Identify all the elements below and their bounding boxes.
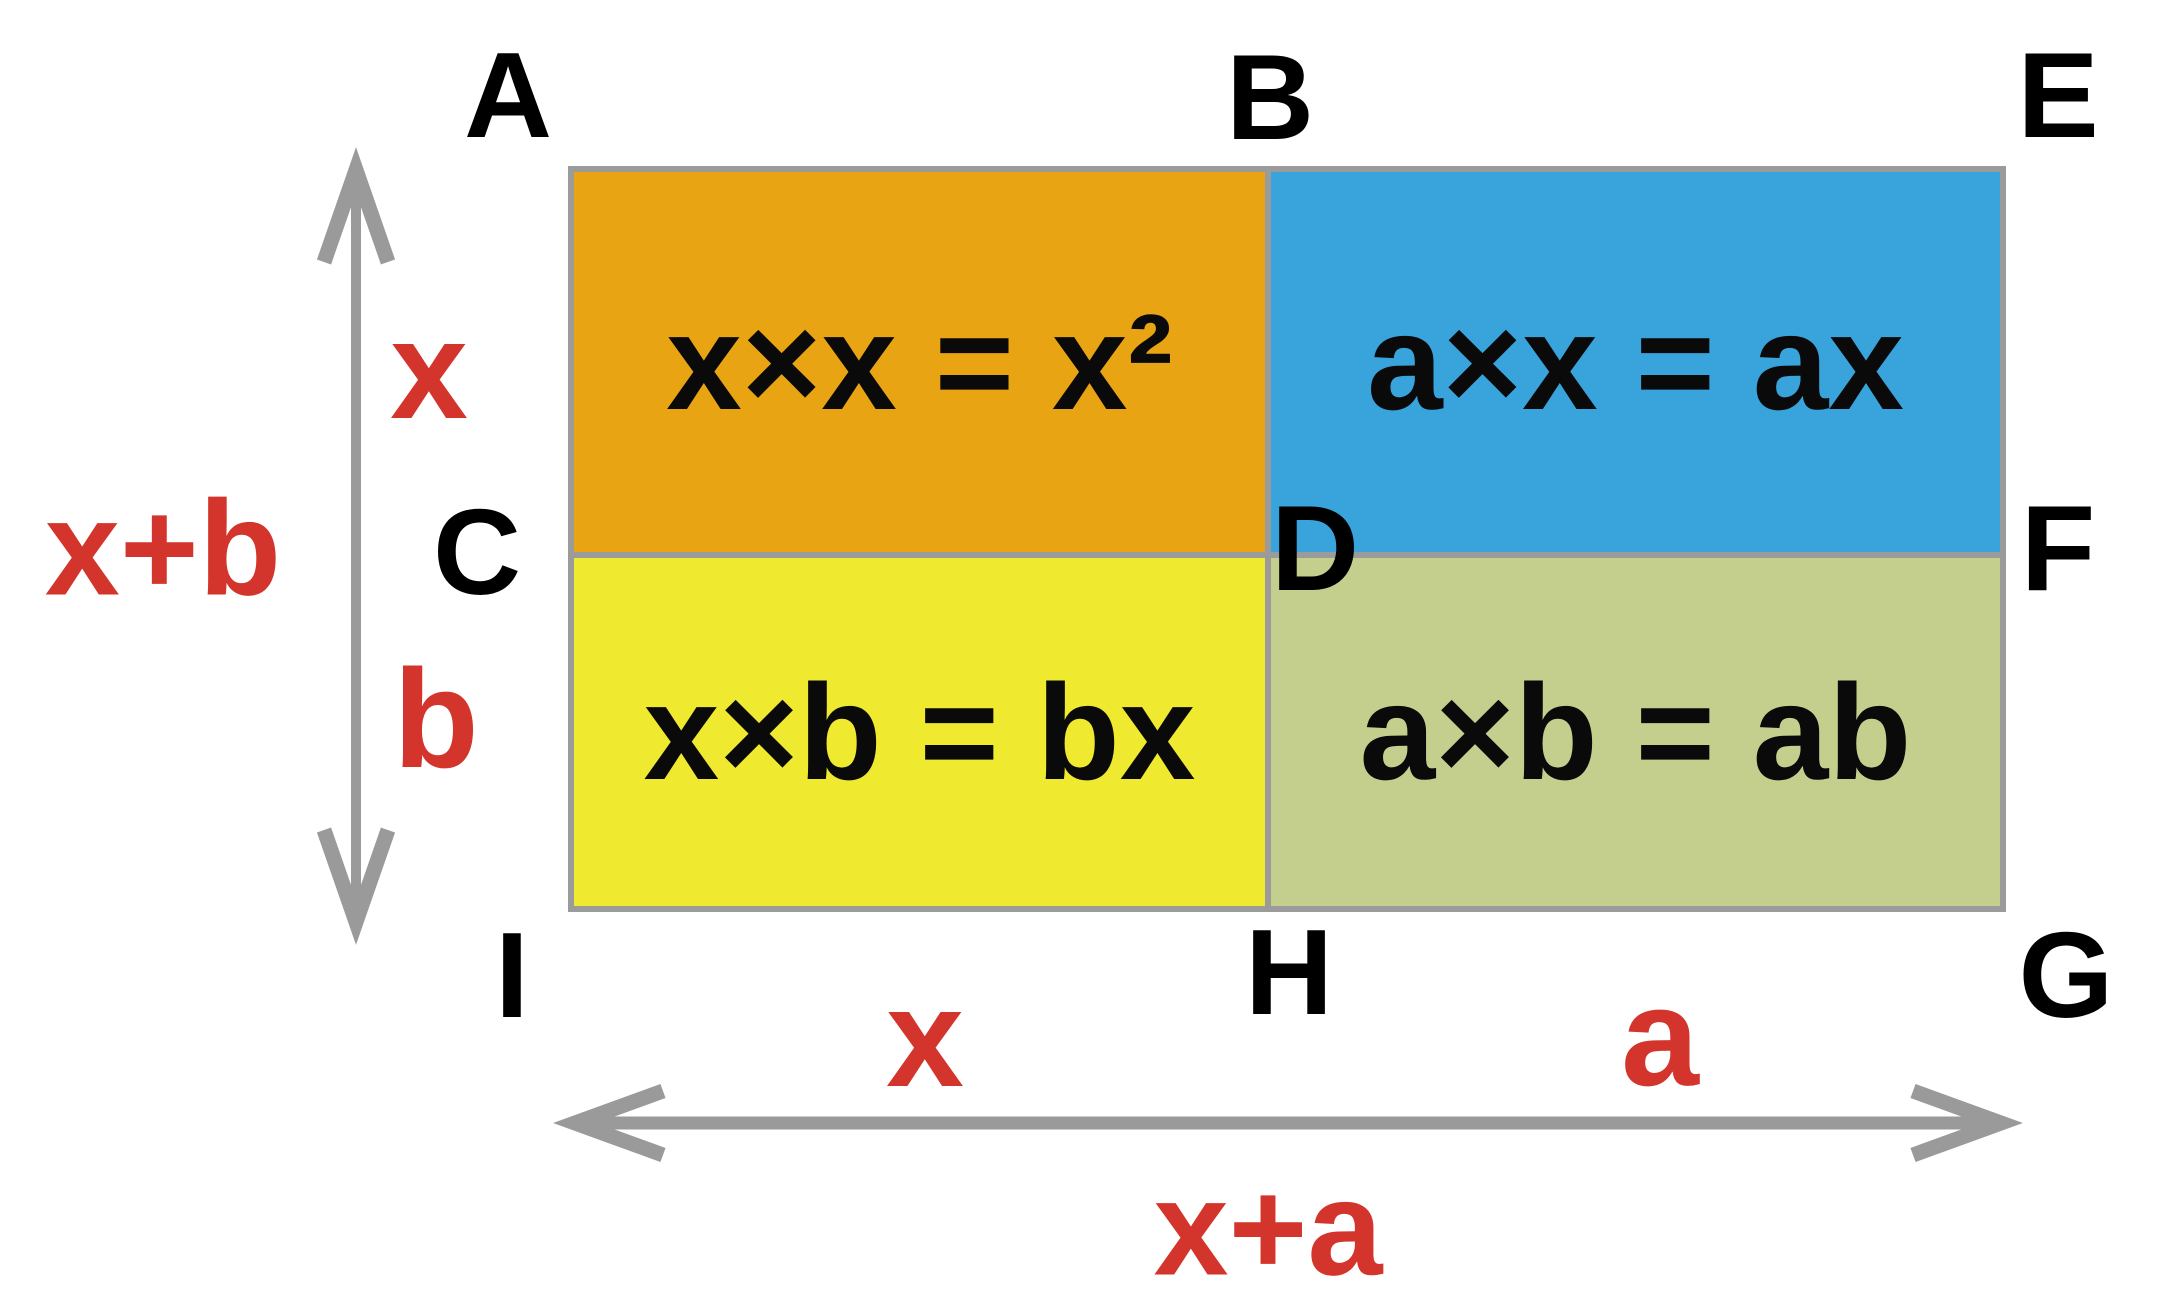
dimension-label-b-left: b [393, 640, 479, 797]
equation-x-squared: x×x = x² [666, 286, 1173, 438]
arrowhead-up-icon [316, 147, 396, 265]
rectangle-grid: x×x = x² a×x = ax x×b = bx a×b = ab [568, 166, 2006, 912]
horizontal-extent-arrow [553, 1083, 2023, 1163]
corner-label-b: B [1225, 29, 1315, 165]
corner-label-h: H [1244, 904, 1334, 1040]
cell-x-squared: x×x = x² [574, 172, 1265, 552]
cell-ax: a×x = ax [1271, 172, 2000, 552]
corner-label-d: D [1270, 480, 1360, 616]
dimension-label-x-plus-b: x+b [44, 472, 282, 624]
vertical-extent-arrow [316, 147, 396, 945]
cell-ab: a×b = ab [1271, 558, 2000, 906]
corner-label-a: A [463, 27, 553, 163]
arrowhead-down-icon [316, 827, 396, 945]
dimension-label-x-left: x [390, 291, 468, 448]
corner-label-c: C [432, 484, 522, 620]
dimension-label-a-bottom: a [1621, 958, 1699, 1115]
arrowhead-left-icon [553, 1083, 666, 1163]
dimension-label-x-bottom: x [886, 959, 964, 1116]
cell-bx: x×b = bx [574, 558, 1265, 906]
equation-bx: x×b = bx [643, 656, 1196, 808]
corner-label-i: I [495, 907, 529, 1043]
corner-label-e: E [2017, 27, 2099, 163]
dimension-label-x-plus-a: x+a [1153, 1152, 1383, 1304]
corner-label-g: G [2018, 907, 2114, 1043]
equation-ax: a×x = ax [1367, 286, 1904, 438]
equation-ab: a×b = ab [1359, 656, 1912, 808]
corner-label-f: F [2020, 480, 2096, 616]
arrowhead-right-icon [1910, 1083, 2023, 1163]
